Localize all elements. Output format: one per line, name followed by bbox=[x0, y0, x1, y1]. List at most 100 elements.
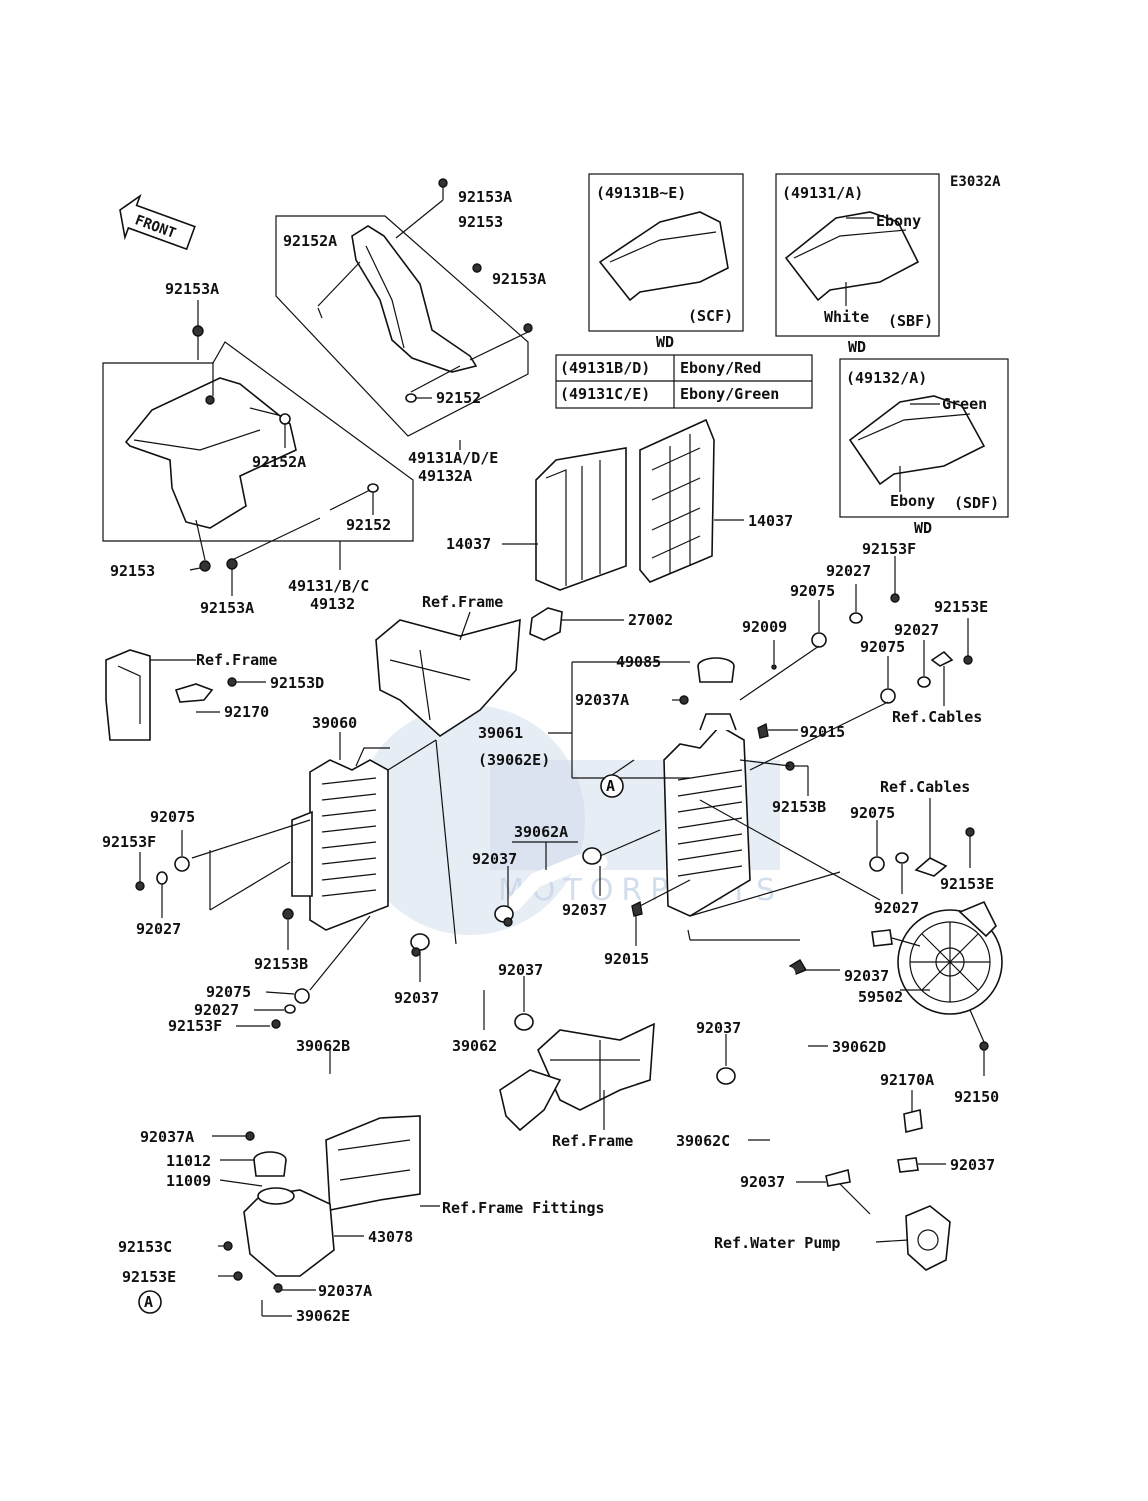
label-92075-c: 92075 bbox=[790, 582, 835, 600]
label-92153-top: 92153 bbox=[458, 213, 503, 231]
label-92037A-c: 92037A bbox=[318, 1282, 372, 1300]
label-92153F-b: 92153F bbox=[168, 1017, 222, 1035]
inset-sbf-variant: (SBF) bbox=[888, 312, 933, 330]
label-49131ADE: 49131A/D/E bbox=[408, 449, 498, 467]
frame-center: Ref.Frame 27002 bbox=[375, 593, 673, 738]
label-92027-c: 92027 bbox=[826, 562, 871, 580]
inset-sbf: (49131/A) Ebony White (SBF) WD bbox=[775, 173, 940, 356]
label-49131BC: 49131/B/C bbox=[288, 577, 369, 595]
label-92037-h: 92037 bbox=[950, 1156, 995, 1174]
label-49132: 49132 bbox=[310, 595, 355, 613]
label-92153F-c: 92153F bbox=[862, 540, 916, 558]
label-92037-e: 92037 bbox=[844, 967, 889, 985]
circle-A-2: A bbox=[144, 1293, 153, 1311]
inset-sdf-note: WD bbox=[914, 519, 932, 537]
label-92152-left: 92152 bbox=[346, 516, 391, 534]
label-92153D: 92153D bbox=[270, 674, 324, 692]
label-92037-f: 92037 bbox=[696, 1019, 741, 1037]
reservoir-group: 39062B Ref.Frame Fittings 92037A 11012 1… bbox=[118, 1037, 605, 1325]
label-92037-d: 92037 bbox=[498, 961, 543, 979]
label-92075-b: 92075 bbox=[206, 983, 251, 1001]
label-92015-a: 92015 bbox=[800, 723, 845, 741]
left-shroud-group: 92153A 92152A 92152 92153 92153A 49131/B… bbox=[102, 280, 414, 617]
inset-scf-variant: (SCF) bbox=[688, 307, 733, 325]
inset-sdf-variant: (SDF) bbox=[954, 494, 999, 512]
label-14037-right: 14037 bbox=[748, 512, 793, 530]
inset-sbf-note: WD bbox=[848, 338, 866, 356]
ref-cables-1: Ref.Cables bbox=[892, 708, 982, 726]
label-39062A: 39062A bbox=[514, 823, 568, 841]
radiator-right: 49085 39061 (39062E) 92037A A 92015 9215… bbox=[478, 653, 881, 968]
inset-scf-ref: (49131B~E) bbox=[596, 184, 686, 202]
label-92037A-a: 92037A bbox=[575, 691, 629, 709]
ref-frame-2: Ref.Frame bbox=[196, 651, 277, 669]
label-92153A-top: 92153A bbox=[458, 188, 512, 206]
label-92153A-left: 92153A bbox=[165, 280, 219, 298]
label-39060: 39060 bbox=[312, 714, 357, 732]
color-table-ref-1: (49131C/E) bbox=[560, 385, 650, 403]
circle-A-1: A bbox=[606, 777, 615, 795]
diagram-code: E3032A bbox=[950, 174, 1001, 190]
inset-sdf: (49132/A) Green Ebony (SDF) WD bbox=[839, 358, 1009, 537]
label-92037A-b: 92037A bbox=[140, 1128, 194, 1146]
label-92015-b: 92015 bbox=[604, 950, 649, 968]
ref-frame-3: Ref.Frame bbox=[552, 1132, 633, 1150]
inset-sdf-color2: Ebony bbox=[890, 492, 935, 510]
label-92153F-a: 92153F bbox=[102, 833, 156, 851]
inset-scf-note: WD bbox=[656, 333, 674, 351]
label-92153B-a: 92153B bbox=[254, 955, 308, 973]
label-92170: 92170 bbox=[224, 703, 269, 721]
frame-right-lower: Ref.Frame bbox=[499, 1022, 655, 1150]
label-39062: 39062 bbox=[452, 1037, 497, 1055]
ref-cables-2: Ref.Cables bbox=[880, 778, 970, 796]
label-92153E-a: 92153E bbox=[934, 598, 988, 616]
label-92152A-left: 92152A bbox=[252, 453, 306, 471]
label-14037-left: 14037 bbox=[446, 535, 491, 553]
color-table-color-1: Ebony/Green bbox=[680, 385, 779, 403]
label-92037-b: 92037 bbox=[562, 901, 607, 919]
hoses-right: 39062D 92037 39062C 92170A 92037 92037 R… bbox=[676, 966, 995, 1271]
inset-scf: (49131B~E) (SCF) WD bbox=[588, 173, 744, 351]
label-92153E-b: 92153E bbox=[940, 875, 994, 893]
label-92153B-b: 92153B bbox=[772, 798, 826, 816]
right-fittings: 92009 92075 92027 92153F 92153E 92027 92… bbox=[739, 540, 988, 771]
label-92150: 92150 bbox=[954, 1088, 999, 1106]
frame-left: Ref.Frame 92153D 92170 bbox=[105, 649, 324, 741]
label-92075-a: 92075 bbox=[150, 808, 195, 826]
label-92027-e: 92027 bbox=[874, 899, 919, 917]
label-92027-d: 92027 bbox=[894, 621, 939, 639]
label-92153A-right: 92153A bbox=[492, 270, 546, 288]
ref-frame-1: Ref.Frame bbox=[422, 593, 503, 611]
label-92152A-top: 92152A bbox=[283, 232, 337, 250]
label-92037-a: 92037 bbox=[472, 850, 517, 868]
inset-sbf-ref: (49131/A) bbox=[782, 184, 863, 202]
label-92170A: 92170A bbox=[880, 1071, 934, 1089]
ref-water-pump: Ref.Water Pump bbox=[714, 1234, 840, 1252]
label-92075-e: 92075 bbox=[850, 804, 895, 822]
label-59502: 59502 bbox=[858, 988, 903, 1006]
label-92152-top: 92152 bbox=[436, 389, 481, 407]
label-92153-left: 92153 bbox=[110, 562, 155, 580]
label-92153A-bottom: 92153A bbox=[200, 599, 254, 617]
label-49132A: 49132A bbox=[418, 467, 472, 485]
fan-group: Ref.Cables 92075 92153E 92027 59502 9203… bbox=[788, 778, 1003, 1106]
label-92027-b: 92027 bbox=[194, 1001, 239, 1019]
label-39062B: 39062B bbox=[296, 1037, 350, 1055]
hoses-center: 39062A 92037 92037 92037 92037 39062 bbox=[394, 823, 661, 1055]
color-table: (49131B/D) Ebony/Red (49131C/E) Ebony/Gr… bbox=[555, 354, 813, 409]
label-92027-a: 92027 bbox=[136, 920, 181, 938]
inset-sdf-ref: (49132/A) bbox=[846, 369, 927, 387]
inset-sbf-color2: White bbox=[824, 308, 869, 326]
radiator-left: 39060 92075 92153F 92027 92153B 92075 92… bbox=[102, 714, 457, 1035]
label-39062D: 39062D bbox=[832, 1038, 886, 1056]
ref-frame-fittings: Ref.Frame Fittings bbox=[442, 1199, 605, 1217]
label-92009: 92009 bbox=[742, 618, 787, 636]
color-table-ref-0: (49131B/D) bbox=[560, 359, 650, 377]
radiator-guards: 14037 14037 bbox=[446, 418, 793, 591]
label-92037-g: 92037 bbox=[740, 1173, 785, 1191]
label-49085: 49085 bbox=[616, 653, 661, 671]
label-27002: 27002 bbox=[628, 611, 673, 629]
label-92153C: 92153C bbox=[118, 1238, 172, 1256]
